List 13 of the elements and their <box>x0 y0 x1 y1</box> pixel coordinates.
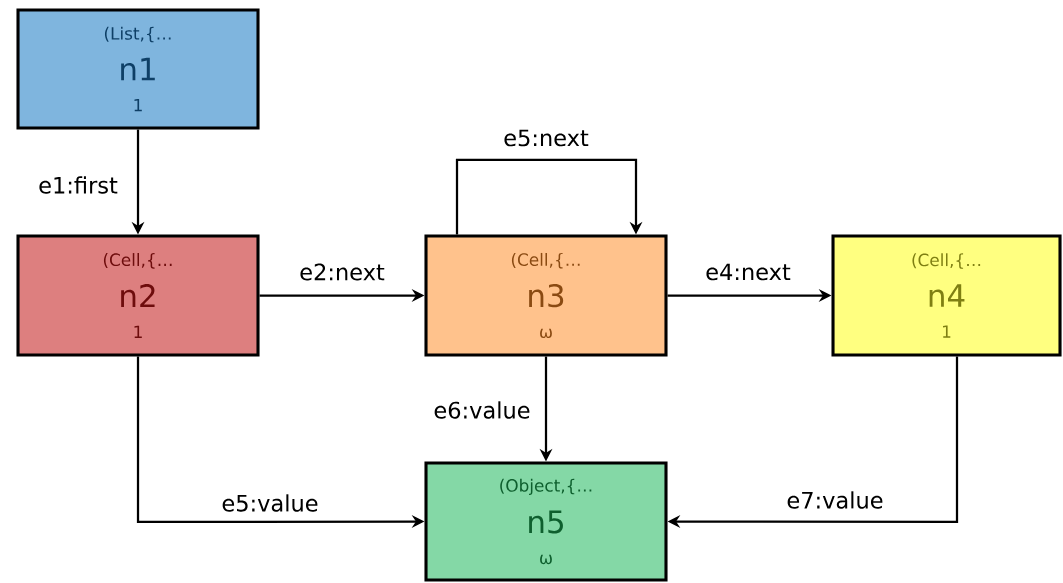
edge-label: e5:value <box>220 492 320 514</box>
edge-label: e6:value <box>432 399 532 421</box>
edge-label: e2:next <box>297 262 387 282</box>
object-box: (Cell,{… n4 1 <box>831 234 1062 357</box>
edge-label: e5:next <box>501 128 591 148</box>
object-box: (Cell,{… n3 ω <box>424 234 668 357</box>
arrow <box>455 158 643 235</box>
object-box: (Object,{… n5 ω <box>424 461 668 582</box>
object-box: (Cell,{… n2 1 <box>16 234 260 357</box>
object-box: (List,{… n1 1 <box>16 8 260 130</box>
edge-label: e4:next <box>703 262 793 282</box>
edge-label: e1:first <box>36 174 120 196</box>
edge-label: e7:value <box>785 489 885 511</box>
